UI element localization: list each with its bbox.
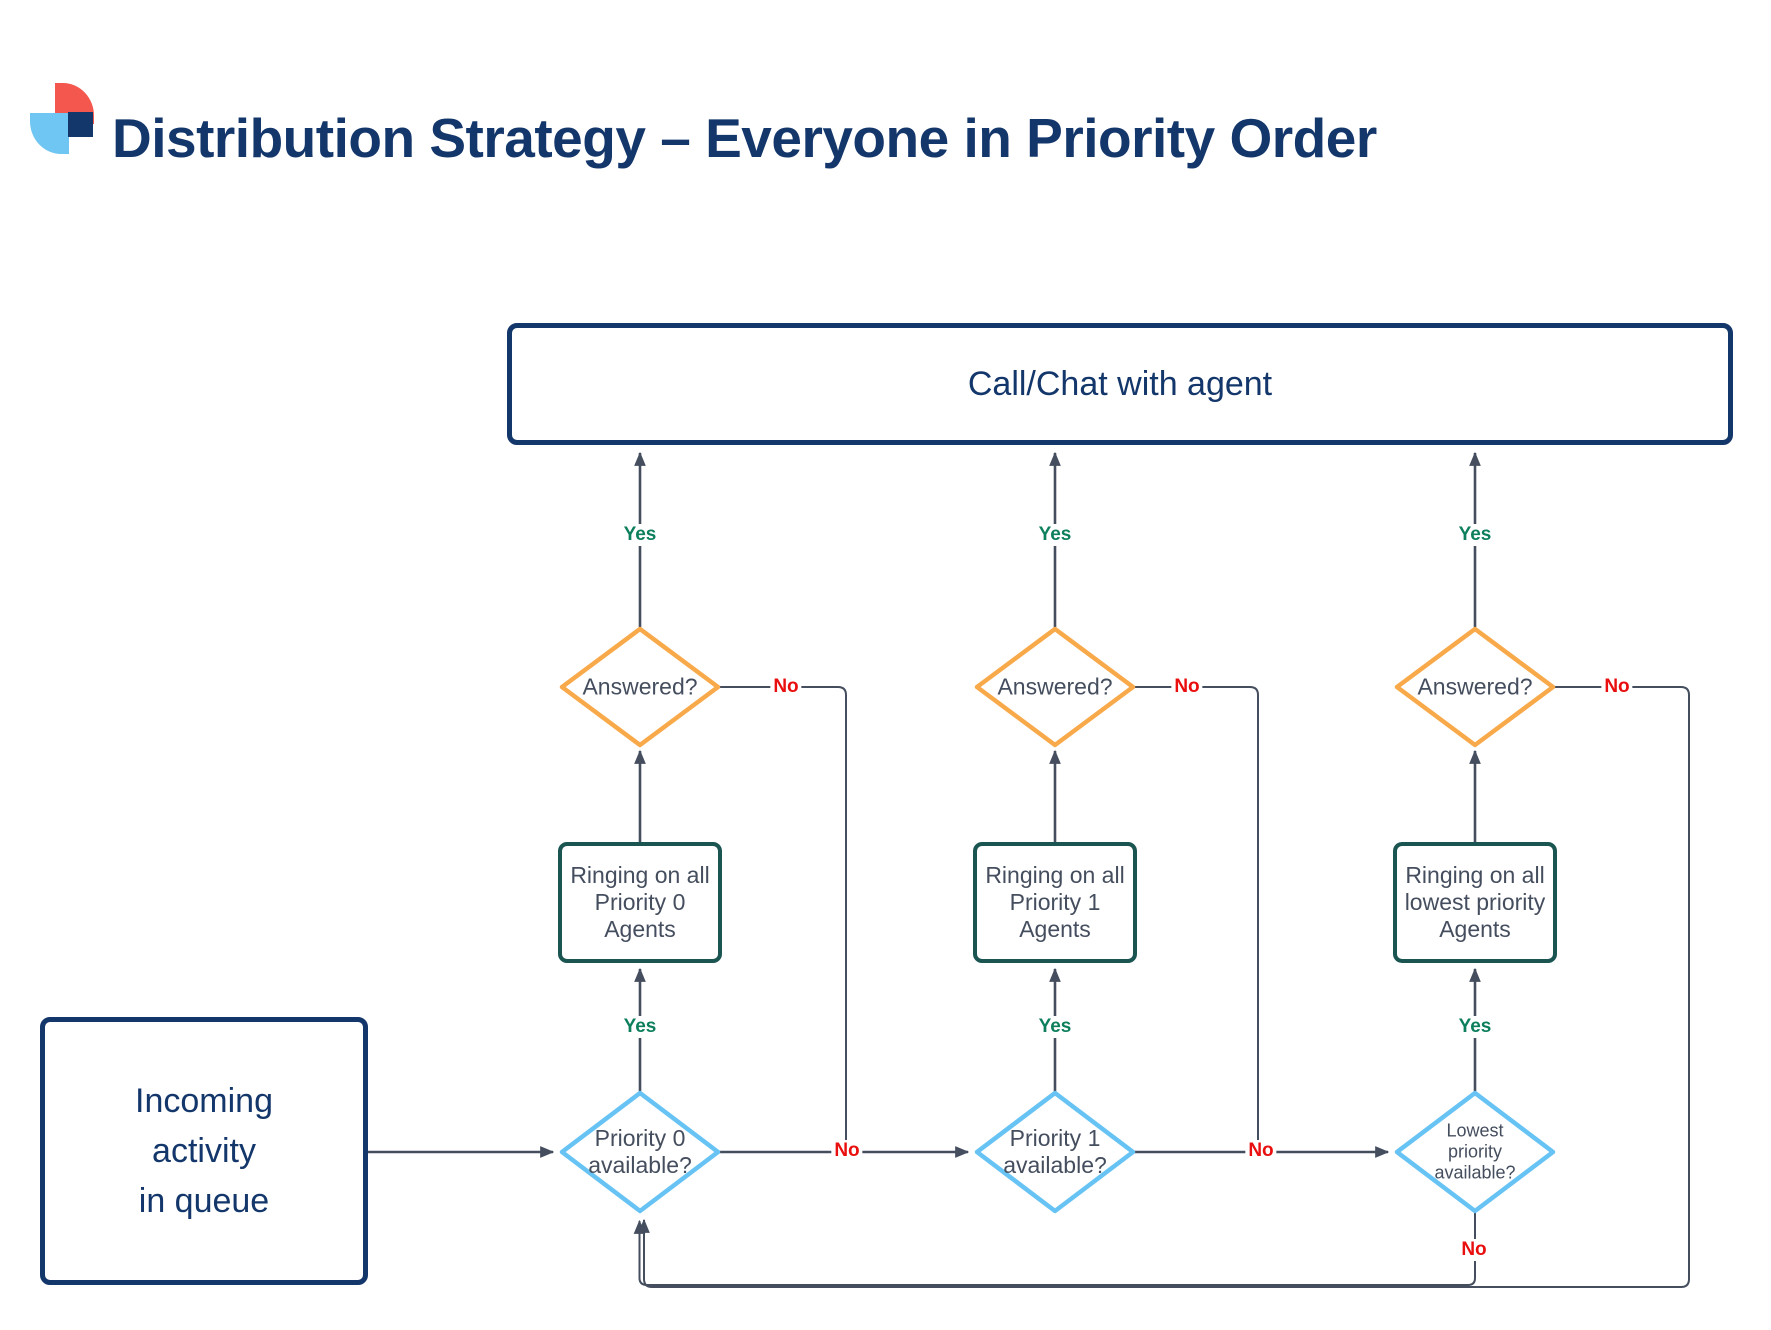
edge-label-yes: Yes [1455,1016,1495,1038]
edge-label-yes: Yes [1035,524,1075,546]
available-diamond-1 [559,1090,721,1214]
available-line: Priority 0 [594,1125,686,1151]
brand-logo-icon [28,80,96,158]
ringing-line: Ringing on all [1405,862,1545,888]
edge-label-no: No [1458,1239,1490,1261]
answered-label-1: Answered? [582,673,698,700]
ringing-line: Ringing on all [570,862,710,888]
wire-answered2-no [1133,686,1259,1150]
logo-navy-square [68,112,93,137]
edge-label-yes: Yes [620,524,660,546]
answered-label-2: Answered? [997,673,1113,700]
edge-label-no: No [831,1140,863,1162]
page-title: Distribution Strategy – Everyone in Prio… [112,107,1377,169]
edge-label-no: No [1601,676,1633,698]
ringing-line: Agents [604,916,676,942]
available-label-3: Lowest priority available? [1434,1121,1515,1184]
available-line: priority [1447,1141,1502,1162]
edge-label-no: No [1245,1140,1277,1162]
ringing-line: Priority 0 [594,889,686,915]
agent-terminal-label: Call/Chat with agent [967,364,1273,403]
ringing-line: Priority 1 [1009,889,1101,915]
ringing-line: Agents [1439,916,1511,942]
ringing-box-priority0: Ringing on all Priority 0 Agents [558,842,722,963]
answered-diamond-3 [1394,626,1556,748]
answered-diamond-2 [974,626,1136,748]
ringing-line: lowest priority [1404,889,1546,915]
available-diamond-3 [1394,1090,1556,1214]
start-box-line: Incoming [135,1082,273,1120]
ringing-line: Agents [1019,916,1091,942]
available-line: available? [1003,1152,1107,1178]
agent-terminal-box: Call/Chat with agent [507,323,1733,445]
ringing-box-priority1: Ringing on all Priority 1 Agents [973,842,1137,963]
ringing-line: Ringing on all [985,862,1125,888]
edge-label-yes: Yes [1455,524,1495,546]
edge-label-no: No [770,676,802,698]
answered-diamond-1 [559,626,721,748]
edge-label-yes: Yes [1035,1016,1075,1038]
ringing-box-lowest: Ringing on all lowest priority Agents [1393,842,1557,963]
available-diamond-2 [974,1090,1136,1214]
answered-label-3: Answered? [1417,673,1533,700]
wire-lowest-no-loop [633,1211,1476,1286]
edge-label-yes: Yes [620,1016,660,1038]
available-label-2: Priority 1 available? [1003,1125,1107,1179]
start-box: Incoming activity in queue [40,1017,368,1285]
available-line: Priority 1 [1009,1125,1101,1151]
start-box-line: activity [152,1132,256,1170]
available-line: available? [588,1152,692,1178]
wire-answered1-no [718,686,847,1150]
available-line: Lowest [1446,1120,1504,1141]
available-line: available? [1434,1162,1516,1183]
available-label-1: Priority 0 available? [588,1125,692,1179]
wire-answered3-no-loop [638,686,1690,1288]
edge-label-no: No [1171,676,1203,698]
start-box-line: in queue [138,1182,270,1220]
